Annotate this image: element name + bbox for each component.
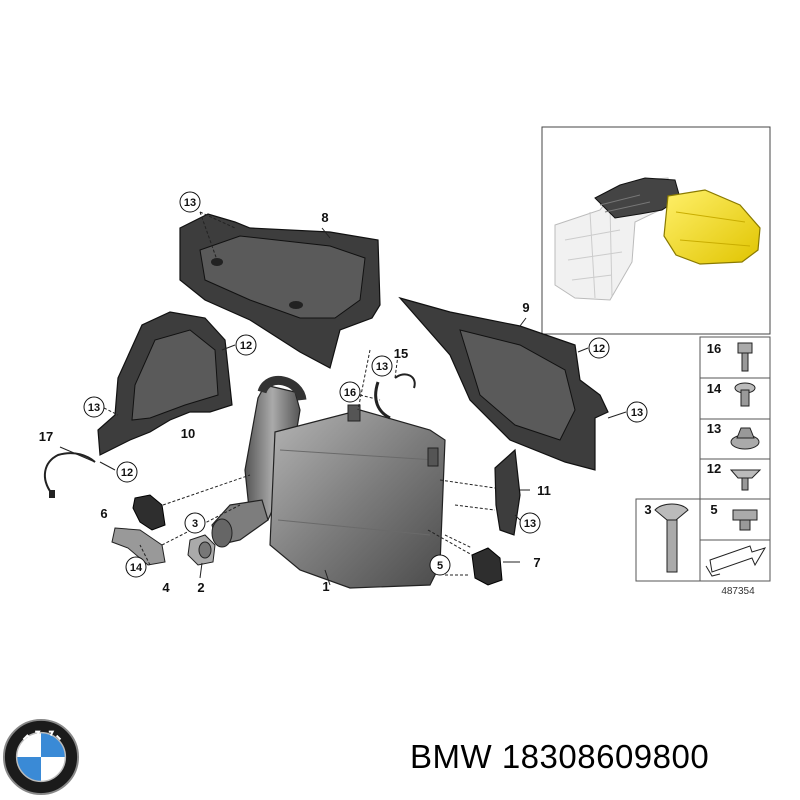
label-11: 11: [537, 483, 551, 498]
callout-label: 13: [376, 361, 388, 373]
bracket-4: [111, 527, 166, 566]
inset-overview: [541, 126, 771, 335]
clip-nut-12-icon: [729, 469, 762, 491]
callout-label: 12: [121, 467, 133, 479]
highlighted-rear-muffler: [663, 189, 761, 265]
legend-label-3: 3: [644, 502, 651, 517]
callout-13-left: 13: [83, 396, 105, 418]
rear-muffler-1: [211, 376, 446, 589]
callout-label: 13: [524, 518, 536, 530]
callout-13-hose: 13: [371, 355, 393, 377]
fastener-legend: 16 14 13 12 5 3: [635, 336, 771, 582]
callout-label: 13: [88, 402, 100, 414]
nut-13-icon: [730, 427, 760, 450]
callout-16: 16: [339, 381, 361, 403]
label-6: 6: [100, 506, 107, 521]
callout-12-left: 12: [235, 334, 257, 356]
callout-label: 16: [344, 387, 356, 399]
callout-13-bracket: 13: [519, 512, 541, 534]
label-2: 2: [197, 580, 204, 595]
callout-label: 5: [437, 560, 443, 572]
callout-12-bottom-left: 12: [116, 461, 138, 483]
label-10: 10: [181, 426, 195, 441]
rivet-14-icon: [734, 382, 756, 407]
callout-label: 12: [593, 343, 605, 355]
callout-13-top: 13: [179, 191, 201, 213]
bolt-3-icon: [654, 503, 689, 573]
callout-14: 14: [125, 556, 147, 578]
callout-13-right: 13: [626, 401, 648, 423]
diagram-reference-number: 487354: [721, 586, 755, 597]
callout-label: 14: [130, 562, 143, 574]
bracket-11: [494, 448, 521, 536]
callout-label: 13: [631, 407, 643, 419]
legend-label-13: 13: [707, 421, 721, 436]
clamp-2: [187, 534, 216, 566]
callout-label: 12: [240, 340, 252, 352]
label-1: 1: [322, 579, 329, 594]
legend-label-5: 5: [710, 502, 717, 517]
callout-12-right: 12: [588, 337, 610, 359]
label-15: 15: [394, 346, 408, 361]
legend-label-12: 12: [707, 461, 721, 476]
callout-label: 13: [184, 197, 196, 209]
rubber-mount-7: [471, 547, 503, 586]
callout-5: 5: [429, 554, 451, 576]
heat-shield-9: [398, 296, 609, 471]
heat-shield-10: [97, 311, 233, 456]
bolt-5-icon: [732, 509, 758, 531]
label-8: 8: [321, 210, 328, 225]
bmw-logo: [2, 718, 80, 796]
brand-name: BMW: [410, 738, 493, 775]
part-number-caption: BMW 18308609800: [410, 738, 709, 776]
callout-3: 3: [184, 512, 206, 534]
callout-label: 3: [192, 518, 198, 530]
heat-shield-8: [179, 213, 381, 369]
rubber-mount-6: [132, 494, 166, 531]
direction-arrow-icon: [705, 545, 767, 577]
legend-label-16: 16: [707, 341, 721, 356]
label-17: 17: [39, 429, 53, 444]
label-7: 7: [533, 555, 540, 570]
label-9: 9: [522, 300, 529, 315]
part-number: 18308609800: [501, 738, 710, 775]
sensor-cable-17: [43, 452, 96, 498]
bolt-16-icon: [737, 342, 753, 372]
vent-hose-15: [374, 373, 416, 420]
legend-label-14: 14: [707, 381, 722, 396]
leader-lines: [59, 211, 627, 586]
label-4: 4: [162, 580, 170, 595]
